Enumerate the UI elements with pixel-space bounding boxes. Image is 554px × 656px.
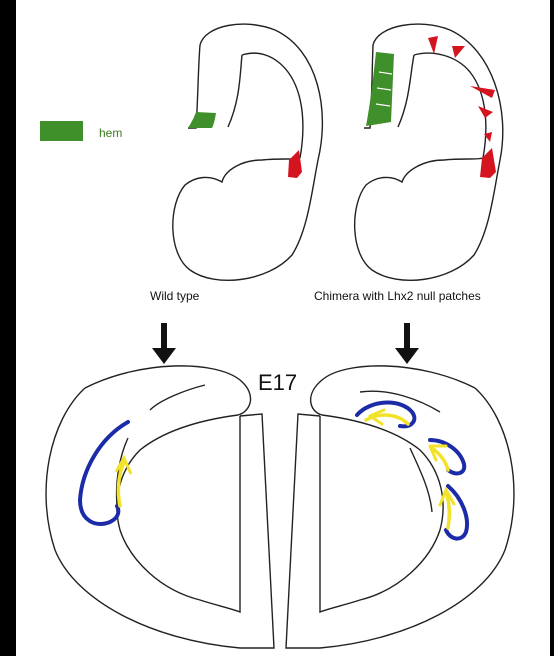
- caption-chimera: Chimera with Lhx2 null patches: [314, 289, 481, 303]
- wildtype-hem-region: [188, 112, 216, 128]
- chimera-section-e17: [286, 366, 514, 648]
- arrow-left: [152, 323, 176, 364]
- wildtype-red-marker: [288, 150, 302, 178]
- stage-label: E17: [258, 370, 297, 396]
- chimera-red-patches: [428, 36, 496, 178]
- arrow-right: [395, 323, 419, 364]
- wildtype-hemisphere-top: [173, 24, 323, 280]
- legend-swatch: [40, 121, 83, 141]
- legend-label: hem: [99, 126, 122, 140]
- caption-wild-type: Wild type: [150, 289, 199, 303]
